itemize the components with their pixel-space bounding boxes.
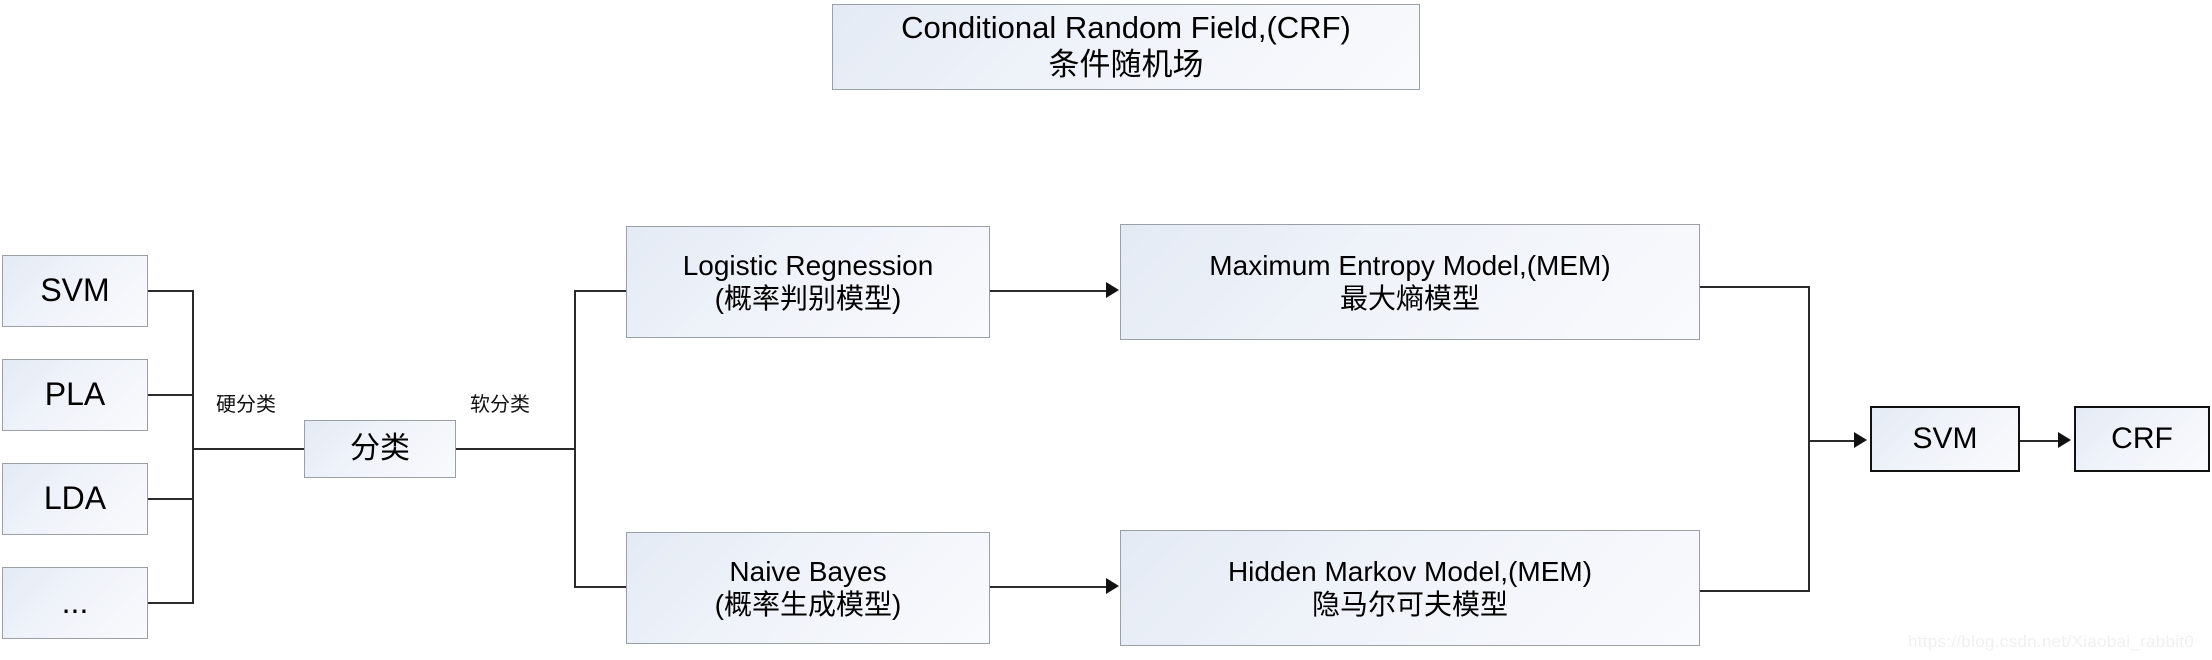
arrowhead-svm-to-crf	[2058, 432, 2071, 448]
node-crf-line2: 条件随机场	[1048, 47, 1204, 82]
node-classification-label: 分类	[350, 432, 410, 466]
node-logistic-regression-line2: (概率判别模型)	[714, 283, 902, 314]
node-right-svm-label: SVM	[1912, 422, 1978, 456]
connector-branch-upper-stub	[574, 290, 628, 292]
node-left-svm: SVM	[2, 255, 148, 327]
connector-pla-stub	[148, 394, 192, 396]
connector-right-trunk-to-svm	[1808, 440, 1854, 442]
node-hidden-markov-model: Hidden Markov Model,(MEM) 隐马尔可夫模型	[1120, 530, 1700, 646]
node-classification: 分类	[304, 420, 456, 478]
connector-left-spine	[192, 290, 194, 604]
connector-branch-lower-stub	[574, 586, 628, 588]
node-naive-bayes-line1: Naive Bayes	[729, 555, 887, 587]
node-left-pla: PLA	[2, 359, 148, 431]
connector-svm-stub	[148, 290, 192, 292]
node-naive-bayes-line2: (概率生成模型)	[714, 589, 902, 620]
node-left-svm-label: SVM	[40, 272, 110, 309]
watermark-text: https://blog.csdn.net/Xiaobai_rabbit0	[1908, 632, 2195, 651]
node-maximum-entropy-model-line2: 最大熵模型	[1339, 283, 1480, 314]
node-naive-bayes: Naive Bayes (概率生成模型)	[626, 532, 990, 644]
node-logistic-regression: Logistic Regnession (概率判别模型)	[626, 226, 990, 338]
node-hidden-markov-model-line1: Hidden Markov Model,(MEM)	[1227, 555, 1593, 587]
connector-branch-spine	[574, 290, 576, 586]
connector-left-trunk	[192, 448, 304, 450]
node-left-lda-label: LDA	[43, 480, 107, 517]
node-crf-line1: Conditional Random Field,(CRF)	[901, 10, 1351, 46]
node-hidden-markov-model-line2: 隐马尔可夫模型	[1311, 589, 1508, 620]
node-right-crf-label: CRF	[2111, 422, 2173, 456]
node-left-ellipsis: ...	[2, 567, 148, 639]
edge-label-soft-classification: 软分类	[470, 394, 530, 416]
node-logistic-regression-line1: Logistic Regnession	[682, 249, 934, 281]
connector-ellipsis-stub	[148, 602, 192, 604]
connector-lda-stub	[148, 498, 192, 500]
node-conditional-random-field: Conditional Random Field,(CRF) 条件随机场	[832, 4, 1420, 90]
connector-hmm-out	[1700, 590, 1810, 592]
connector-svm-to-crf	[2020, 440, 2058, 442]
arrowhead-into-right-svm	[1854, 432, 1867, 448]
node-left-lda: LDA	[2, 463, 148, 535]
connector-lr-to-mem	[990, 290, 1106, 292]
node-maximum-entropy-model: Maximum Entropy Model,(MEM) 最大熵模型	[1120, 224, 1700, 340]
connector-nb-to-hmm	[990, 586, 1106, 588]
node-maximum-entropy-model-line1: Maximum Entropy Model,(MEM)	[1209, 249, 1611, 281]
node-left-pla-label: PLA	[44, 376, 106, 413]
node-right-svm: SVM	[1870, 406, 2020, 472]
connector-mem-out	[1700, 286, 1810, 288]
edge-label-hard-classification: 硬分类	[216, 394, 276, 416]
node-right-crf: CRF	[2074, 406, 2210, 472]
connector-right-spine	[1808, 286, 1810, 592]
arrowhead-lr-to-mem	[1106, 282, 1119, 298]
arrowhead-nb-to-hmm	[1106, 578, 1119, 594]
node-left-ellipsis-label: ...	[61, 584, 89, 621]
connector-classification-trunk	[456, 448, 574, 450]
